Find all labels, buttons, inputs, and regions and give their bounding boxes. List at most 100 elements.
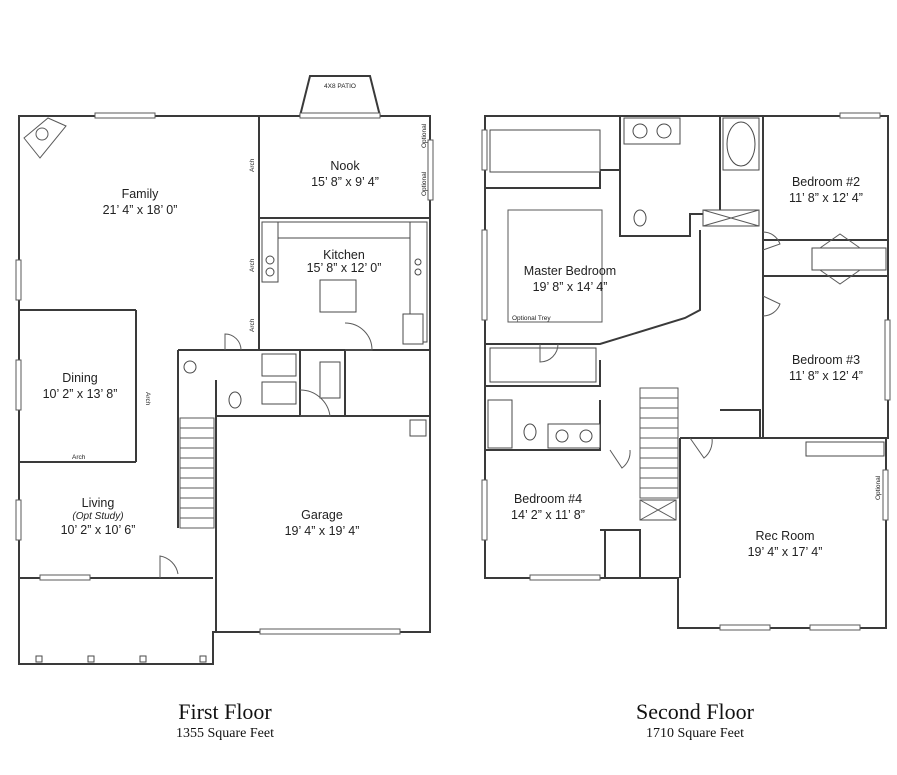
window xyxy=(15,499,22,541)
window xyxy=(529,574,601,581)
room-name: Family xyxy=(122,187,160,201)
room-dims: 19’ 4” x 19’ 4” xyxy=(285,524,360,538)
toilet-icon xyxy=(228,391,242,409)
door-icon xyxy=(762,231,781,251)
closet-doors-icon xyxy=(819,233,861,285)
fireplace-icon xyxy=(23,117,67,159)
window xyxy=(427,139,434,201)
sink-icon xyxy=(183,360,197,374)
window xyxy=(884,319,891,401)
door-icon xyxy=(762,295,781,317)
first-floor-area: 1355 Square Feet xyxy=(176,726,274,741)
room-dims: 15’ 8” x 9’ 4” xyxy=(311,175,379,189)
arch-label: Arch xyxy=(249,158,256,172)
closet xyxy=(805,441,885,457)
room-name: Bedroom #2 xyxy=(792,175,860,189)
sink-icon xyxy=(579,429,593,443)
porch-post xyxy=(35,655,43,663)
window xyxy=(481,479,488,541)
room-dims: 10’ 2” x 10’ 6” xyxy=(61,523,136,537)
window xyxy=(94,112,156,119)
porch-post xyxy=(87,655,95,663)
room-name: Bedroom #3 xyxy=(792,353,860,367)
window xyxy=(481,129,488,171)
room-note: (Opt Study) xyxy=(72,511,123,522)
door-icon xyxy=(224,333,242,351)
refrigerator-icon xyxy=(402,313,424,345)
tub-basin-icon xyxy=(726,121,756,167)
room-dims: 19’ 4” x 17’ 4” xyxy=(748,545,823,559)
room-dims: 15’ 8” x 12’ 0” xyxy=(307,261,382,275)
front-door-icon xyxy=(159,555,179,578)
sink-icon xyxy=(265,255,275,265)
room-name: Kitchen xyxy=(323,248,365,262)
arch-label: Arch xyxy=(72,454,86,461)
room-name: Living xyxy=(82,496,115,510)
wall xyxy=(619,116,721,237)
sink-icon xyxy=(265,267,275,277)
arch-label: Arch xyxy=(144,392,151,406)
room-name: Rec Room xyxy=(755,529,814,543)
wall xyxy=(485,230,701,345)
porch-post xyxy=(139,655,147,663)
room-name: Dining xyxy=(62,371,97,385)
closet xyxy=(811,247,887,271)
window xyxy=(719,624,771,631)
wall xyxy=(485,400,601,451)
toilet-icon xyxy=(633,209,647,227)
room-name: Garage xyxy=(301,508,343,522)
sink-icon xyxy=(632,123,648,139)
room-dims: 10’ 2” x 13’ 8” xyxy=(43,387,118,401)
door-icon xyxy=(539,343,559,363)
sink-icon xyxy=(555,429,569,443)
room-name: Master Bedroom xyxy=(524,264,616,278)
window xyxy=(299,112,381,119)
window xyxy=(481,229,488,321)
double-sink-icon xyxy=(623,117,681,145)
optional-label: Optional xyxy=(421,123,428,148)
arch-label: Arch xyxy=(249,318,256,332)
garage-door xyxy=(259,628,401,635)
optional-label: Optional xyxy=(421,171,428,196)
second-floor-plan: Optional Trey xyxy=(481,112,891,631)
room-dims: 21’ 4” x 18’ 0” xyxy=(103,203,178,217)
wall xyxy=(720,409,761,438)
stove-burner-icon xyxy=(414,258,422,266)
room-dims: 11’ 8” x 12’ 4” xyxy=(789,369,863,383)
door-icon xyxy=(609,449,631,469)
window xyxy=(15,359,22,411)
patio-label: 4X8 PATIO xyxy=(324,83,356,90)
door-icon xyxy=(299,389,331,417)
window xyxy=(882,469,889,521)
room-name: Bedroom #4 xyxy=(514,492,582,506)
water-heater-icon xyxy=(409,419,427,437)
kitchen-island xyxy=(319,279,357,313)
wall xyxy=(600,529,641,578)
optional-trey xyxy=(507,209,603,323)
door-icon xyxy=(344,322,373,351)
first-floor-outer-wall xyxy=(18,115,431,665)
second-floor-area: 1710 Square Feet xyxy=(646,726,744,741)
room-dims: 14’ 2” x 11’ 8” xyxy=(511,508,585,522)
optional-label: Optional xyxy=(875,475,882,500)
dryer-icon xyxy=(261,381,297,405)
window xyxy=(15,259,22,301)
patio xyxy=(299,75,381,117)
room-dims: 19’ 8” x 14’ 4” xyxy=(533,280,608,294)
tub-icon xyxy=(487,399,513,449)
porch-post xyxy=(199,655,207,663)
toilet-icon xyxy=(523,423,537,441)
washer-icon xyxy=(261,353,297,377)
window xyxy=(839,112,881,119)
shelf-icon xyxy=(319,361,341,399)
door-icon xyxy=(689,437,713,459)
window xyxy=(809,624,861,631)
second-floor-stairs xyxy=(639,387,679,499)
vanity-icon xyxy=(489,129,601,173)
first-floor-title: First Floor xyxy=(178,699,272,724)
second-floor-title: Second Floor xyxy=(636,699,755,724)
stove-burner-icon xyxy=(414,268,422,276)
closet xyxy=(489,347,597,383)
